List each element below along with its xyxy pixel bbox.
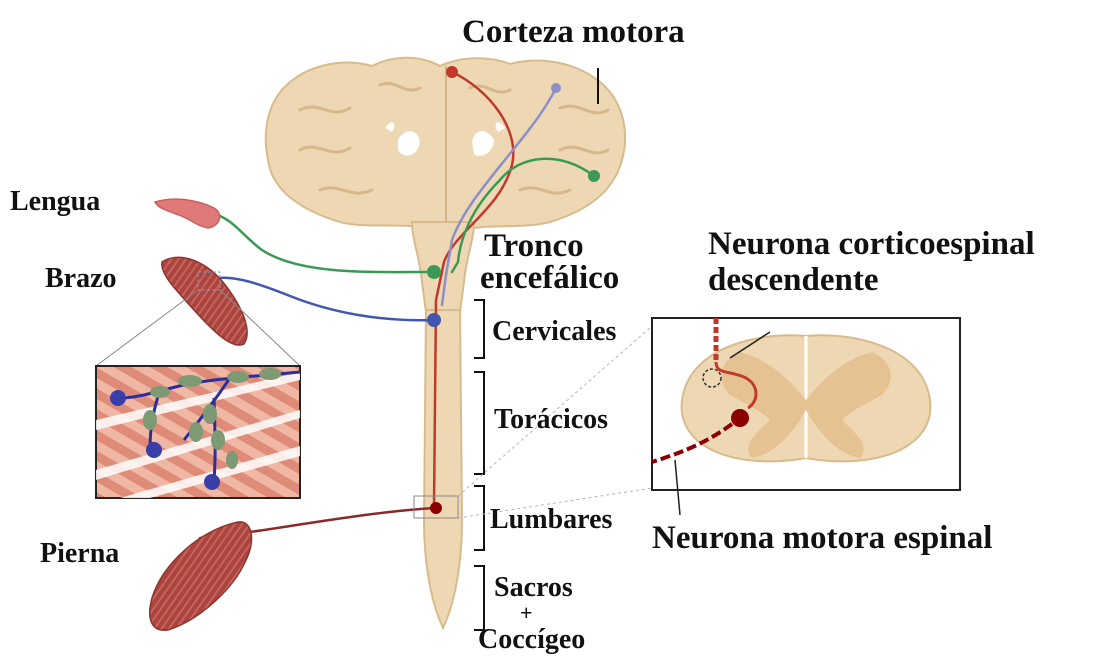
label-encefalico: encefálico [480, 262, 619, 295]
label-brazo: Brazo [45, 265, 117, 293]
label-lumbares: Lumbares [490, 506, 612, 534]
cortex-green-soma [588, 170, 600, 182]
neuromuscular-inset [96, 366, 300, 498]
label-corteza-motora: Corteza motora [462, 16, 685, 49]
bracket-toracicos [474, 372, 484, 474]
label-tronco: Tronco [484, 230, 584, 263]
bracket-sacros [474, 566, 484, 630]
tongue-illustration [155, 199, 220, 228]
label-corticoespinal: Neurona corticoespinal [708, 228, 1035, 261]
cortex-lilac-soma [551, 83, 561, 93]
brainstem-motor-soma [427, 265, 441, 279]
label-sacros: Sacros [494, 574, 573, 602]
arm-muscle [162, 257, 247, 345]
bracket-lumbares [474, 486, 484, 550]
label-neurona-motora-espinal: Neurona motora espinal [652, 522, 992, 555]
label-plus: + [520, 602, 533, 624]
label-toracicos: Torácicos [494, 406, 608, 434]
segment-brackets [474, 300, 484, 630]
spinal-cord [412, 222, 474, 628]
spinal-cross-section-inset [652, 318, 960, 515]
label-cervicales: Cervicales [492, 318, 616, 346]
lumbar-motor-soma [430, 502, 442, 514]
zoom-line-left [96, 290, 198, 366]
leg-muscle [150, 522, 252, 630]
arm-nerve [218, 278, 434, 321]
cortex-red-soma [446, 66, 458, 78]
brain [266, 58, 625, 232]
label-pierna: Pierna [40, 540, 119, 568]
label-descendente: descendente [708, 264, 878, 297]
bracket-cervicales [474, 300, 484, 358]
cervical-motor-soma [427, 313, 441, 327]
label-lengua: Lengua [10, 188, 100, 216]
label-coccigeo: Coccígeo [478, 626, 585, 654]
cord-body [424, 310, 462, 628]
